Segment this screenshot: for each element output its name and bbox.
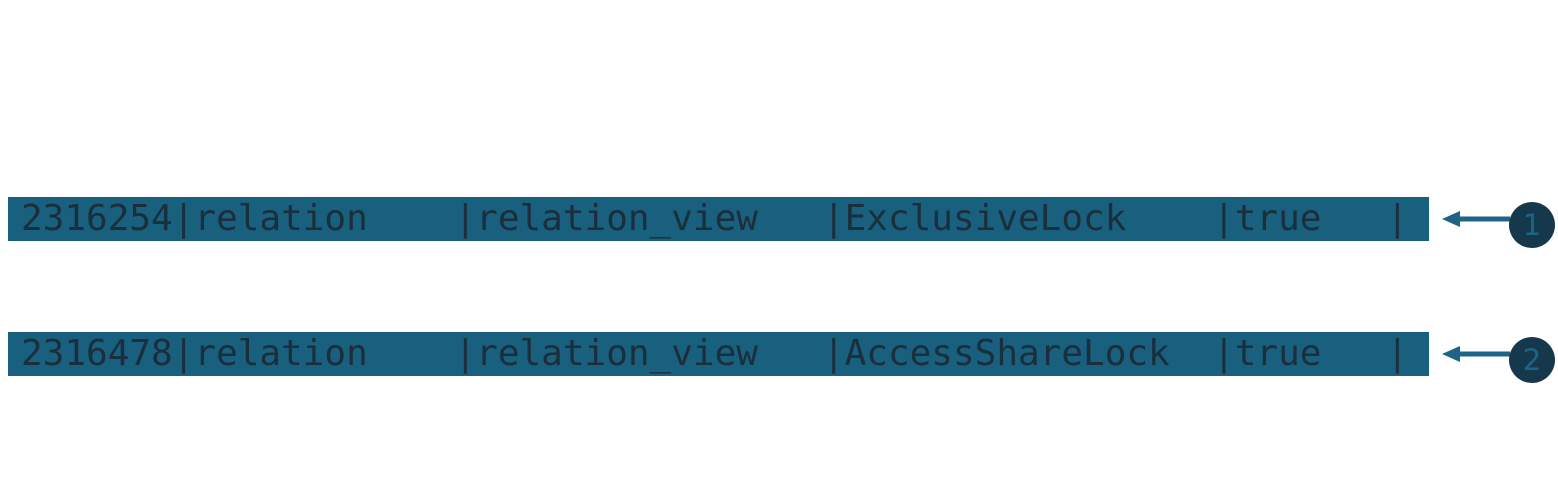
- arrow-left-icon: [1442, 211, 1510, 227]
- arrow-left-icon: [1442, 346, 1510, 362]
- lock-output-row-2-text: 2316478|relation |relation_view |AccessS…: [21, 333, 1409, 374]
- callout-badge-1-number: 1: [1522, 207, 1542, 242]
- lock-output-row-1: 2316254|relation |relation_view |Exclusi…: [8, 197, 1429, 241]
- callout-badge-2-number: 2: [1522, 342, 1542, 377]
- callout-badge-2: 2: [1509, 337, 1555, 383]
- lock-output-row-1-text: 2316254|relation |relation_view |Exclusi…: [21, 198, 1409, 239]
- callout-badge-1: 1: [1509, 202, 1555, 248]
- lock-output-row-2: 2316478|relation |relation_view |AccessS…: [8, 332, 1429, 376]
